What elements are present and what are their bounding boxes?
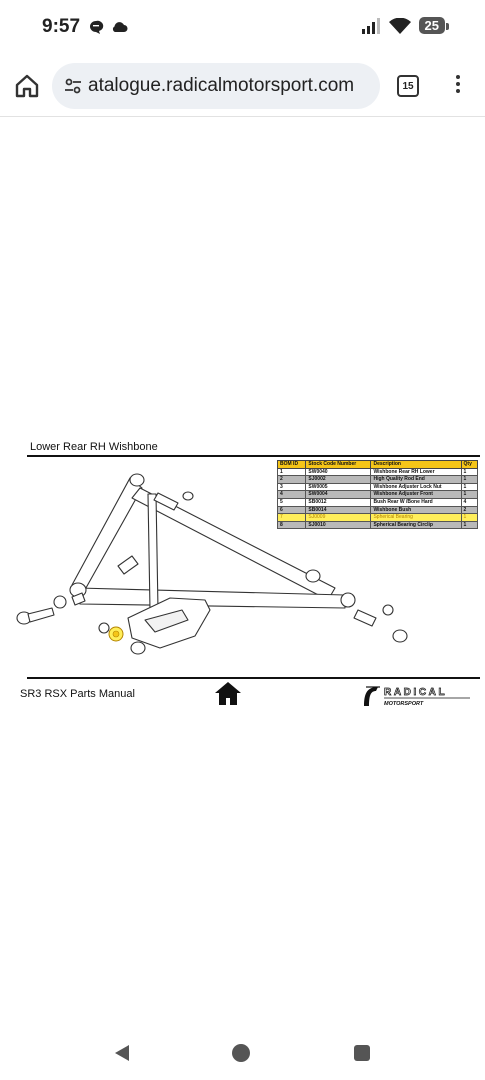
bom-row: 1 SW0040 Wishbone Rear RH Lower 1 [276, 467, 479, 477]
bom-cell: 2 [460, 505, 479, 515]
chat-bubble-icon [90, 20, 104, 34]
bom-cell: SW0004 [305, 490, 372, 499]
bom-header-cell: BOM ID [276, 460, 307, 469]
bush-housing [305, 569, 321, 583]
bom-cell: High Quality Rod End [370, 475, 462, 484]
bom-cell: 4 [276, 490, 307, 499]
bom-cell: 1 [460, 520, 479, 530]
bom-cell: SW0040 [305, 467, 372, 477]
section-title: Lower Rear RH Wishbone [30, 441, 158, 453]
home-icon[interactable] [214, 680, 242, 706]
url-text: atalogue.radicalmotorsport.com [88, 75, 355, 96]
bom-header-cell: Stock Code Number [305, 460, 372, 469]
lock-nut [53, 595, 67, 609]
bom-cell: 2 [276, 475, 307, 484]
bush-housing [130, 641, 146, 655]
bom-cell: Spherical Bearing [370, 513, 462, 522]
footer-title: SR3 RSX Parts Manual [20, 688, 135, 700]
bom-cell: SJ0010 [305, 520, 372, 530]
bom-header-cell: Description [370, 460, 462, 469]
more-vert-icon[interactable] [448, 72, 468, 98]
bom-row-highlighted: 7 SJ0009 Spherical Bearing 1 [276, 513, 479, 522]
wishbone-diagram [16, 473, 408, 655]
loose-bush [153, 492, 179, 511]
bom-cell: 8 [276, 520, 307, 530]
loose-bush [353, 609, 377, 627]
wifi-icon [388, 17, 411, 34]
cloud-icon [112, 22, 128, 32]
status-right: 25 [361, 17, 450, 34]
nav-home-icon[interactable] [232, 1044, 250, 1062]
bom-header-cell: Qty [460, 460, 479, 469]
bom-row: 3 SW0005 Wishbone Adjuster Lock Nut 1 [276, 482, 479, 492]
bush-housing [340, 592, 356, 608]
bom-row: 8 SJ0010 Spherical Bearing Circlip 1 [276, 520, 479, 530]
bom-cell: 1 [460, 482, 479, 492]
wishbone-cross-arm [77, 587, 346, 609]
brand-sub: MOTORSPORT [384, 701, 424, 707]
bom-cell: Wishbone Bush [370, 505, 462, 515]
circlip [98, 622, 110, 634]
status-bar: 9:57 25 [0, 0, 485, 56]
bom-cell: SB0012 [305, 497, 372, 507]
bom-cell: 1 [460, 490, 479, 499]
bom-cell: SJ0009 [305, 513, 372, 522]
bom-cell: Wishbone Adjuster Lock Nut [370, 482, 462, 492]
brand-name: RADICAL [384, 687, 447, 698]
radical-logo: RADICAL MOTORSPORT [364, 686, 470, 707]
bom-table: BOM ID Stock Code Number Description Qty… [276, 460, 479, 530]
bom-cell: 1 [276, 467, 307, 477]
home-icon[interactable] [12, 71, 42, 101]
notification-icons [88, 19, 128, 35]
bom-cell: 1 [460, 467, 479, 477]
bom-cell: 4 [460, 497, 479, 507]
bom-cell: SB0014 [305, 505, 372, 515]
address-bar[interactable]: atalogue.radicalmotorsport.com [52, 63, 380, 109]
bom-cell: 1 [460, 513, 479, 522]
bom-cell: Spherical Bearing Circlip [370, 520, 462, 530]
recents-icon[interactable] [354, 1045, 370, 1061]
bom-row: 5 SB0012 Bush Rear W /Bone Hard 4 [276, 497, 479, 507]
wishbone-front-arm [71, 477, 143, 596]
bom-cell: SW0005 [305, 482, 372, 492]
status-time: 9:57 [42, 16, 81, 37]
loose-bush [117, 555, 139, 575]
bush-housing [129, 473, 145, 487]
bom-cell: 5 [276, 497, 307, 507]
bom-cell: Bush Rear W /Bone Hard [370, 497, 462, 507]
footer-rule [27, 677, 480, 679]
signal-icon [361, 17, 380, 34]
header-rule [27, 455, 480, 457]
bom-header-row: BOM ID Stock Code Number Description Qty [276, 460, 479, 469]
browser-toolbar: atalogue.radicalmotorsport.com 15 [0, 56, 485, 116]
back-icon[interactable] [113, 1044, 131, 1062]
tabs-icon[interactable]: 15 [397, 75, 419, 97]
bom-cell: 6 [276, 505, 307, 515]
bom-cell: SJ0002 [305, 475, 372, 484]
bom-cell: Wishbone Rear RH Lower [370, 467, 462, 477]
bom-row: 6 SB0014 Wishbone Bush 2 [276, 505, 479, 515]
bom-row: 4 SW0004 Wishbone Adjuster Front 1 [276, 490, 479, 499]
adjuster-front [71, 592, 86, 606]
bom-cell: Wishbone Adjuster Front [370, 490, 462, 499]
bom-cell: 7 [276, 513, 307, 522]
toolbar-divider [0, 116, 485, 117]
wishbone-strut [147, 493, 159, 611]
bom-cell: 1 [460, 475, 479, 484]
bom-cell: 3 [276, 482, 307, 492]
battery-icon: 25 [418, 17, 450, 34]
bom-row: 2 SJ0002 High Quality Rod End 1 [276, 475, 479, 484]
tune-icon[interactable] [62, 75, 84, 97]
